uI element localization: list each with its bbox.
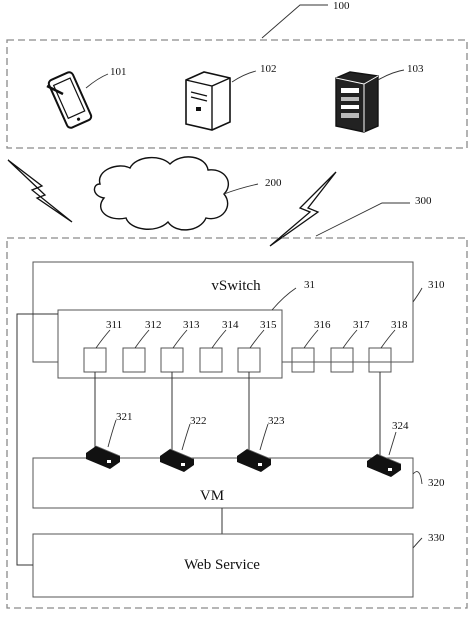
ref-322: 322 <box>190 415 207 427</box>
leader-310 <box>412 287 423 303</box>
virtual-nic-icon <box>367 453 402 477</box>
leader-330 <box>412 537 423 549</box>
vswitch-webservice-connection <box>16 313 58 566</box>
ref-103: 103 <box>407 63 424 75</box>
host-group <box>6 237 468 609</box>
virtual-nic-icon <box>160 448 195 472</box>
web-service-label: Web Service <box>184 557 260 573</box>
port-314 <box>199 347 223 373</box>
virtual-nic-icon <box>237 448 272 472</box>
ref-320: 320 <box>428 477 445 489</box>
vm-label: VM <box>200 488 224 504</box>
ref-300: 300 <box>415 195 432 207</box>
ref-312: 312 <box>145 319 162 331</box>
vnic-leaders <box>107 419 397 456</box>
server-rack-icon <box>335 71 379 133</box>
leader-102 <box>231 70 257 83</box>
leader-100 <box>261 4 328 39</box>
port-vnic-connections <box>94 372 381 458</box>
port-318 <box>368 347 392 373</box>
ref-310: 310 <box>428 279 445 291</box>
ref-31: 31 <box>304 279 315 291</box>
vm-box <box>32 457 414 509</box>
lightning-link-icon <box>7 159 73 223</box>
ref-101: 101 <box>110 66 127 78</box>
vswitch-label: vSwitch <box>211 278 261 294</box>
port-312 <box>122 347 146 373</box>
cloud-icon <box>93 156 229 231</box>
ref-330: 330 <box>428 532 445 544</box>
ref-318: 318 <box>391 319 408 331</box>
tablet-icon <box>46 71 93 129</box>
port-leaders <box>95 329 396 349</box>
leader-31 <box>271 287 297 311</box>
ref-321: 321 <box>116 411 133 423</box>
leader-320 <box>412 471 423 485</box>
port-group-box <box>57 309 283 379</box>
leader-300 <box>315 202 410 237</box>
ref-314: 314 <box>222 319 239 331</box>
ref-315: 315 <box>260 319 277 331</box>
ref-200: 200 <box>265 177 282 189</box>
port-316 <box>291 347 315 373</box>
lightning-link-icon <box>269 171 337 247</box>
virtual-nic-icon <box>86 445 121 469</box>
ref-324: 324 <box>392 420 409 432</box>
ref-311: 311 <box>106 319 122 331</box>
ref-102: 102 <box>260 63 277 75</box>
ref-313: 313 <box>183 319 200 331</box>
ref-317: 317 <box>353 319 370 331</box>
server-icon <box>185 71 231 131</box>
vswitch-ports <box>83 347 392 373</box>
ref-316: 316 <box>314 319 331 331</box>
ref-323: 323 <box>268 415 285 427</box>
leader-103 <box>377 69 405 81</box>
client-devices-group <box>6 39 468 149</box>
leader-200 <box>223 183 259 195</box>
port-317 <box>330 347 354 373</box>
ref-100: 100 <box>333 0 350 12</box>
leader-101 <box>85 73 109 89</box>
